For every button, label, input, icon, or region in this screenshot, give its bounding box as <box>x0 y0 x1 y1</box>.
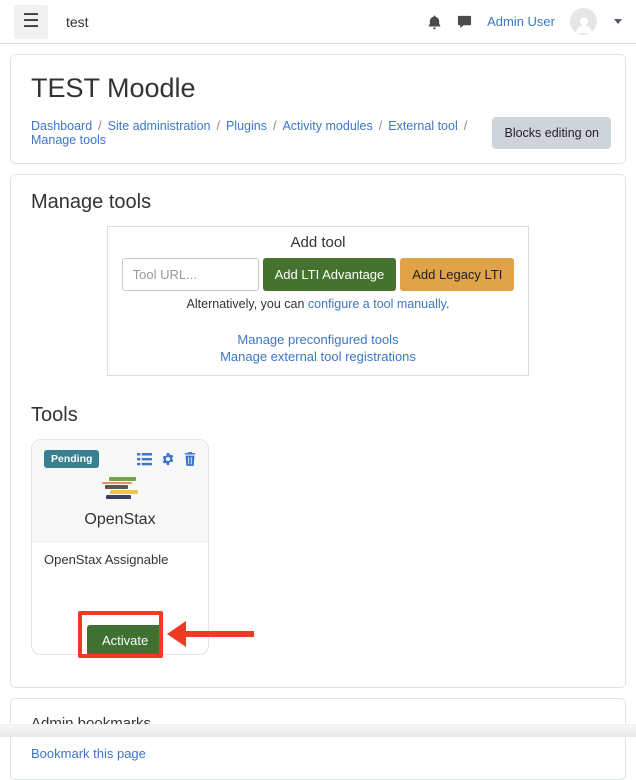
tool-card-body: OpenStax Assignable Activate <box>32 542 208 656</box>
openstax-tool-card: Pending O <box>31 439 209 656</box>
breadcrumb-separator: / <box>216 119 220 133</box>
tool-delete-trash-icon[interactable] <box>184 452 196 466</box>
navbar-right: Admin User <box>427 8 622 35</box>
tool-name: OpenStax <box>84 511 156 528</box>
tool-description: OpenStax Assignable <box>44 552 169 567</box>
alt-text-suffix: . <box>445 297 450 311</box>
top-navbar: ☰ test Admin User <box>0 0 636 44</box>
hamburger-menu-icon[interactable]: ☰ <box>14 4 48 39</box>
breadcrumb-manage-tools[interactable]: Manage tools <box>31 133 107 147</box>
user-menu-caret-icon[interactable] <box>614 19 622 24</box>
add-legacy-lti-button[interactable]: Add Legacy LTI <box>400 258 515 291</box>
messages-icon[interactable] <box>457 14 472 29</box>
breadcrumb-activity-modules[interactable]: Activity modules <box>282 119 373 133</box>
blocks-editing-on-button[interactable]: Blocks editing on <box>492 117 611 149</box>
manage-links: Manage preconfigured tools Manage extern… <box>114 331 522 365</box>
tools-heading: Tools <box>31 404 78 426</box>
page-footer-strip <box>0 724 636 737</box>
manage-tools-card: Manage tools Add tool Add LTI Advantage … <box>10 174 626 688</box>
add-lti-advantage-button[interactable]: Add LTI Advantage <box>262 258 397 291</box>
site-name[interactable]: test <box>66 13 89 30</box>
breadcrumb-site-administration[interactable]: Site administration <box>107 119 211 133</box>
pending-status-badge: Pending <box>44 450 100 468</box>
add-tool-form: Add LTI Advantage Add Legacy LTI <box>114 258 522 291</box>
page-title: TEST Moodle <box>31 73 196 103</box>
manage-external-tool-registrations-link[interactable]: Manage external tool registrations <box>220 349 416 364</box>
breadcrumb-row: Dashboard / Site administration / Plugin… <box>31 117 611 149</box>
manage-tools-heading: Manage tools <box>31 191 152 213</box>
tools-area: Pending O <box>31 439 605 667</box>
breadcrumb-plugins[interactable]: Plugins <box>225 119 267 133</box>
tool-url-input[interactable] <box>121 258 259 291</box>
bookmark-this-page-link[interactable]: Bookmark this page <box>31 746 146 761</box>
breadcrumb-external-tool[interactable]: External tool <box>388 119 458 133</box>
breadcrumb-separator: / <box>272 119 277 133</box>
activate-button[interactable]: Activate <box>87 625 164 656</box>
notifications-bell-icon[interactable] <box>427 14 442 30</box>
breadcrumb-dashboard[interactable]: Dashboard <box>31 119 93 133</box>
breadcrumb-separator: / <box>378 119 383 133</box>
admin-bookmarks-card: Admin bookmarks Bookmark this page <box>10 698 626 780</box>
tool-settings-gear-icon[interactable] <box>161 452 175 466</box>
breadcrumb-separator: / <box>98 119 102 133</box>
manage-preconfigured-tools-link[interactable]: Manage preconfigured tools <box>237 332 399 347</box>
breadcrumb: Dashboard / Site administration / Plugin… <box>31 119 492 147</box>
alt-text-prefix: Alternatively, you can <box>186 297 308 311</box>
user-avatar[interactable] <box>570 8 597 35</box>
user-menu-name[interactable]: Admin User <box>487 14 555 29</box>
tool-details-list-icon[interactable] <box>137 452 152 466</box>
tool-card-badge-row: Pending <box>44 450 196 468</box>
add-tool-box: Add tool Add LTI Advantage Add Legacy LT… <box>107 226 529 376</box>
configure-tool-manually-link[interactable]: configure a tool manually <box>307 297 446 311</box>
tool-card-actions <box>137 452 196 466</box>
breadcrumb-separator: / <box>463 119 468 133</box>
page-header-card: TEST Moodle Dashboard / Site administrat… <box>10 54 626 164</box>
openstax-logo-icon <box>102 477 138 499</box>
configure-manually-line: Alternatively, you can configure a tool … <box>114 297 522 311</box>
tool-card-header: Pending O <box>32 440 208 542</box>
add-tool-title: Add tool <box>290 234 346 251</box>
